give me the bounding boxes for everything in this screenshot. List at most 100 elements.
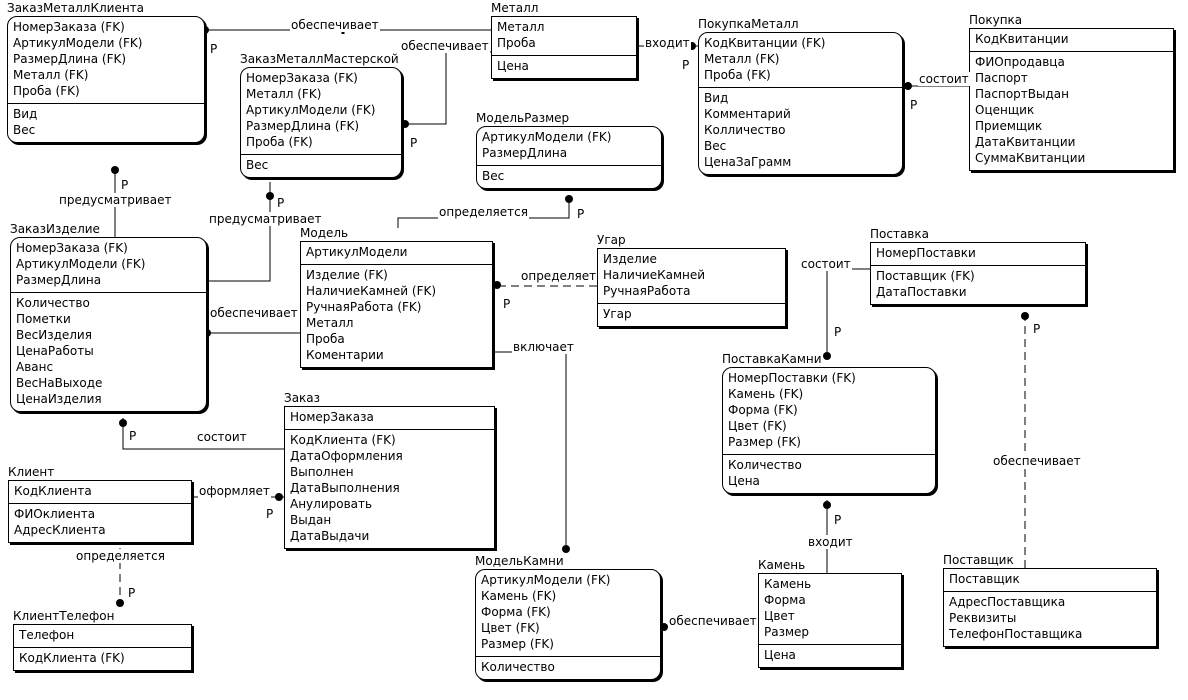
entity-postavka-kamni[interactable]: НомерПоставки (FK)Камень (FK)Форма (FK)Ц… — [722, 367, 936, 494]
key-attribute: Размер (FK) — [481, 637, 554, 651]
entity-zakaz-metall-masterskoy[interactable]: НомерЗаказа (FK)Металл (FK)АртикулМодели… — [240, 67, 402, 178]
cardinality-label: P — [121, 178, 129, 192]
key-attribute: НомерЗаказа (FK) — [16, 241, 128, 255]
attribute: ФИОпродавца — [975, 55, 1065, 69]
key-attribute: Камень — [764, 577, 812, 591]
key-attributes: НомерПоставки (FK)Камень (FK)Форма (FK)Ц… — [723, 368, 935, 455]
key-attribute: Размер — [764, 625, 810, 639]
key-attributes: КодКлиента — [9, 481, 191, 504]
attribute: ВесИзделия — [16, 328, 92, 342]
attribute: Вес — [482, 169, 505, 183]
relationship-label: состоит — [800, 257, 852, 271]
attribute: ДатаОформления — [290, 449, 403, 463]
entity-model-kamni[interactable]: АртикулМодели (FK)Камень (FK)Форма (FK)Ц… — [475, 569, 661, 680]
attribute: АдресКлиента — [14, 523, 106, 537]
relationship-dot-r-metall-zmm — [401, 120, 409, 128]
attribute: СуммаКвитанции — [975, 151, 1086, 165]
attribute: РучнаяРабота (FK) — [306, 300, 422, 314]
entity-title-metall: Металл — [491, 1, 539, 15]
cardinality-label: P — [277, 196, 285, 210]
attribute: Вес — [704, 139, 727, 153]
attribute: АдресПоставщика — [949, 595, 1066, 609]
attribute: Количество — [728, 458, 802, 472]
key-attribute: Форма (FK) — [728, 403, 798, 417]
entity-title-zakaz-izdelie: ЗаказИзделие — [10, 222, 100, 236]
key-attribute: Металл (FK) — [13, 68, 89, 82]
key-attribute: Телефон — [19, 628, 75, 642]
attribute: ЦенаРаботы — [16, 344, 94, 358]
entity-title-klient: Клиент — [8, 465, 55, 479]
attribute: ТелефонПоставщика — [949, 627, 1083, 641]
attribute: ЦенаИзделия — [16, 392, 102, 406]
relationship-dot-r-zi-zmk — [111, 166, 119, 174]
cardinality-label: P — [834, 325, 842, 339]
key-attribute: РазмерДлина — [482, 146, 568, 160]
non-key-attributes: КодКлиента (FK) — [14, 648, 191, 670]
attribute: Вид — [13, 107, 38, 121]
key-attribute: Цвет (FK) — [728, 419, 787, 433]
relationship-label: определяется — [438, 205, 529, 219]
relationship-label: определяет — [520, 269, 598, 283]
entity-title-klient-telefon: КлиентТелефон — [13, 609, 115, 623]
key-attribute: НомерПоставки — [876, 246, 976, 260]
key-attribute: Проба (FK) — [246, 135, 313, 149]
key-attribute: КодКвитанции (FK) — [704, 36, 826, 50]
relationship-dot-r-klient-tel — [116, 599, 124, 607]
key-attribute: Проба (FK) — [13, 84, 80, 98]
key-attribute: НомерЗаказа (FK) — [246, 71, 358, 85]
key-attribute: НомерЗаказа — [290, 410, 374, 424]
relationship-dot-r-pokupka-pm — [904, 82, 912, 90]
entity-title-kamen: Камень — [758, 558, 806, 572]
attribute: ЦенаЗаГрамм — [704, 155, 792, 169]
relationship-dot-r-klient-zakaz — [275, 493, 283, 501]
attribute: Цена — [764, 648, 796, 662]
entity-title-pokupka: Покупка — [969, 13, 1023, 27]
key-attributes: КодКвитанции (FK)Металл (FK)Проба (FK) — [699, 33, 902, 88]
key-attribute: Камень (FK) — [481, 589, 557, 603]
entity-title-zakaz-metall-klienta: ЗаказМеталлКлиента — [7, 1, 145, 15]
cardinality-label: P — [503, 297, 511, 311]
key-attributes: НомерПоставки — [871, 243, 1085, 266]
relationship-dot-r-postavshik-postavka — [1021, 312, 1029, 320]
key-attribute: Поставщик — [949, 572, 1020, 586]
relationship-line-r-postavka-pk — [826, 268, 870, 356]
entity-pokupka-metall[interactable]: КодКвитанции (FK)Металл (FK)Проба (FK)Ви… — [698, 32, 903, 175]
attribute: ВесНаВыходе — [16, 376, 103, 390]
relationship-label: состоит — [918, 72, 970, 86]
entity-title-postavka-kamni: ПоставкаКамни — [722, 352, 822, 366]
entity-zakaz-metall-klienta[interactable]: НомерЗаказа (FK)АртикулМодели (FK)Размер… — [7, 16, 205, 143]
non-key-attributes: Вес — [477, 166, 661, 188]
key-attributes: Телефон — [14, 625, 191, 648]
entity-zakaz-izdelie[interactable]: НомерЗаказа (FK)АртикулМодели (FK)Размер… — [10, 237, 207, 412]
non-key-attributes: Цена — [492, 56, 636, 78]
key-attribute: Форма (FK) — [481, 605, 551, 619]
key-attribute: АртикулМодели — [306, 245, 408, 259]
cardinality-label: P — [410, 136, 418, 150]
cardinality-label: P — [577, 207, 585, 221]
attribute: Анулировать — [290, 497, 373, 511]
entity-title-zakaz: Заказ — [284, 391, 321, 405]
key-attribute: КодКвитанции — [975, 32, 1069, 46]
key-attribute: РазмерДлина — [16, 273, 102, 287]
attribute: ПаспортВыдан — [975, 87, 1069, 101]
key-attribute: АртикулМодели (FK) — [13, 36, 143, 50]
key-attribute: НомерПоставки (FK) — [728, 371, 856, 385]
